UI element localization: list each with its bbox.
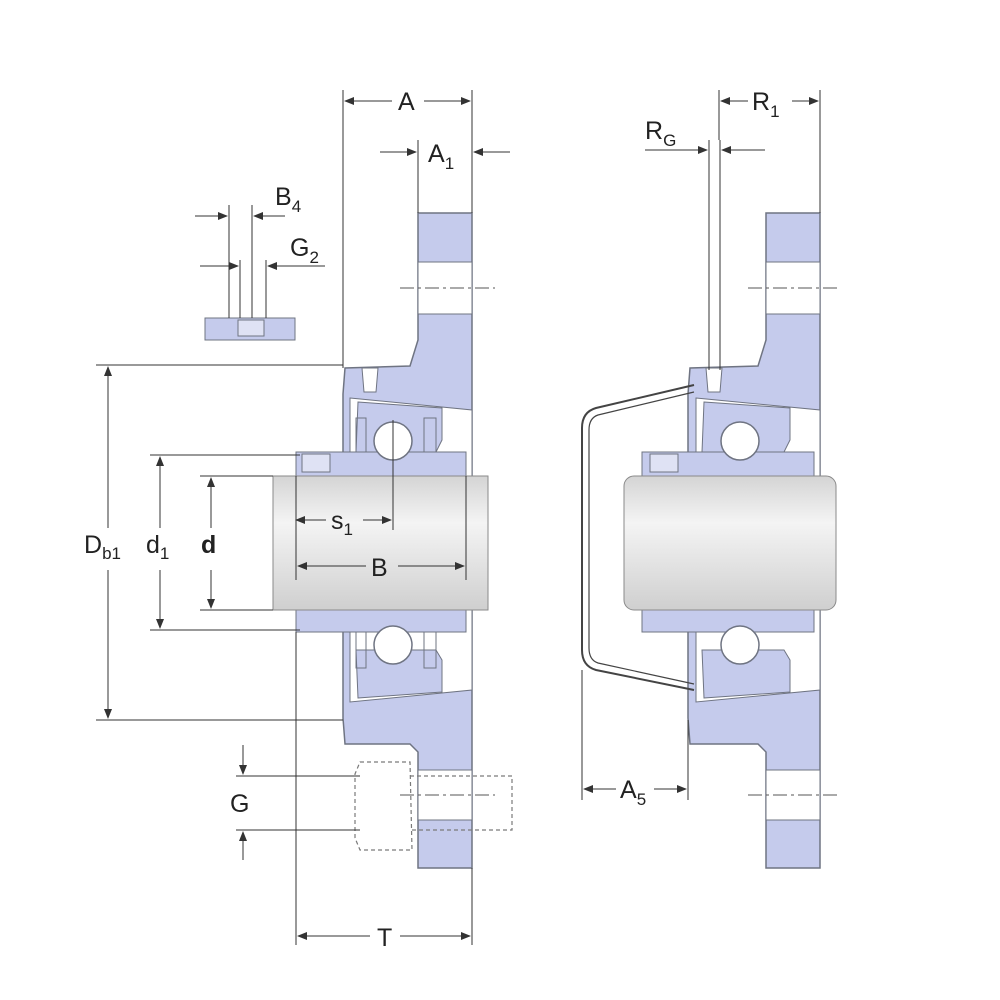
left-section-view	[272, 212, 513, 869]
label-Db1: Db1	[84, 531, 121, 563]
label-T: T	[377, 924, 392, 952]
left-shaft	[272, 475, 489, 611]
label-RG: RG	[645, 117, 676, 150]
left-inner-ring-bottom	[295, 609, 467, 633]
grub-screw-detail	[204, 205, 296, 341]
label-s1: s1	[331, 507, 353, 539]
label-d: d	[201, 531, 216, 559]
end-cover	[581, 384, 695, 691]
label-d1: d1	[146, 531, 169, 563]
label-A: A	[398, 88, 415, 116]
left-seals-bottom	[355, 631, 437, 669]
detail-grub-screw	[237, 319, 265, 337]
label-G: G	[230, 790, 249, 818]
right-section-view	[581, 212, 840, 869]
left-seals-top	[355, 417, 437, 453]
label-B4: B4	[275, 183, 301, 216]
right-shaft	[623, 475, 837, 611]
dimension-lines	[96, 90, 821, 945]
label-G2: G2	[290, 234, 319, 267]
right-ball-bottom	[720, 625, 760, 665]
label-A5: A5	[620, 776, 646, 809]
label-B: B	[371, 554, 388, 582]
left-set-screw	[301, 453, 331, 473]
label-A1: A1	[428, 140, 454, 173]
right-set-screw	[649, 453, 679, 473]
left-ball-bottom	[373, 625, 413, 665]
right-grease-nipple	[705, 367, 723, 393]
left-grease-nipple	[361, 367, 379, 393]
right-ball-top	[720, 421, 760, 461]
left-bolt	[410, 775, 513, 831]
left-nut	[354, 761, 413, 851]
label-R1: R1	[752, 88, 780, 121]
dimension-labels: A A1 B4 G2 Db1 d1 d s1 B G T RG R1 A5	[84, 88, 780, 952]
